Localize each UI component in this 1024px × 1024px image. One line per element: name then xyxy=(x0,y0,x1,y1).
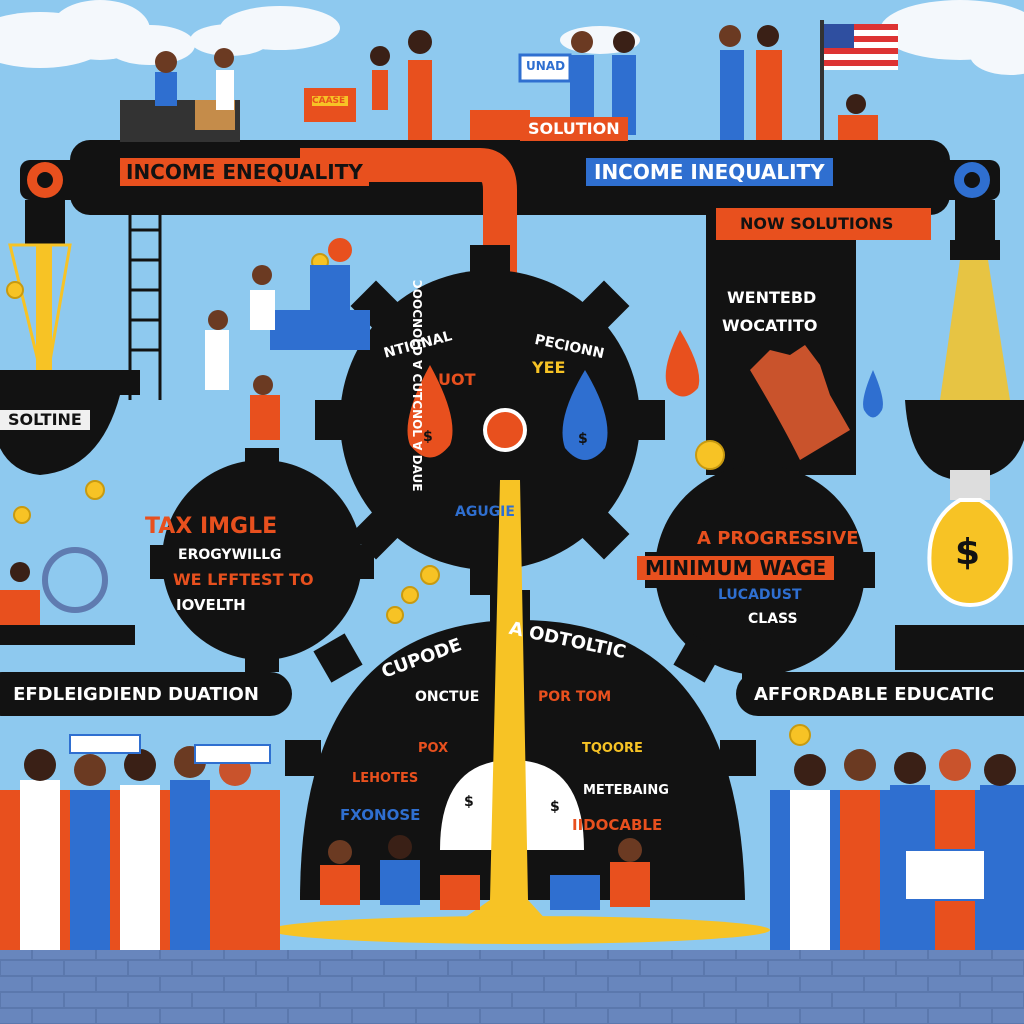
clouds xyxy=(0,0,1024,75)
iovelth-label: IOVELTH xyxy=(176,596,246,614)
drop-dollar-left-label: $ xyxy=(423,429,433,445)
gold-stream xyxy=(440,480,560,935)
blood-drop-icon xyxy=(407,365,453,458)
brick-floor xyxy=(0,950,1024,1024)
american-flag-icon xyxy=(820,20,898,140)
income-right-label: INCOME INEQUALITY xyxy=(586,158,833,186)
por-tom-label: POR TOM xyxy=(538,689,612,705)
we-lfftest-label: WE LFFTEST TO xyxy=(173,570,314,589)
blue-drop-icon xyxy=(562,370,608,460)
orange-pipe xyxy=(300,148,517,420)
fxonose-label: FXONOSE xyxy=(340,806,421,824)
lucadust-label: LUCADUST xyxy=(718,587,802,603)
blue-drop-small-icon xyxy=(863,370,883,418)
tax-imgle-label: TAX IMGLE xyxy=(145,514,278,539)
light-bulb-icon xyxy=(927,470,1013,608)
dollar-coin-icon xyxy=(6,253,811,746)
left-crowd xyxy=(0,734,280,950)
solution-label: SOLUTION xyxy=(520,117,628,141)
lehotes-label: LEHOTES xyxy=(352,771,419,786)
efdleig-label: EFDLEIGDIEND DUATION xyxy=(13,683,259,705)
middle-workers xyxy=(0,238,1024,670)
metebaing-label: METEBAING xyxy=(583,783,669,798)
gold-puddle xyxy=(270,916,770,944)
crate-label: CAASE xyxy=(312,96,346,106)
ladder xyxy=(128,200,162,400)
left-gear-icon xyxy=(150,448,374,672)
gear-dollar-left-label: $ xyxy=(464,794,474,810)
erogywillg-label: EROGYWILLG xyxy=(178,547,282,563)
gear-dollar-right-label: $ xyxy=(550,799,560,815)
bottom-workers xyxy=(320,835,650,910)
pox-label: POX xyxy=(418,741,449,756)
onctue-label: ONCTUE xyxy=(415,689,480,705)
soltine-label: SOLTINE xyxy=(0,410,90,430)
iidocable-label: IIDOCABLE xyxy=(572,816,663,834)
tqoore-label: TQOORE xyxy=(582,741,643,756)
drop-dollar-right-label: $ xyxy=(578,431,588,447)
income-left-label: INCOME ENEQUALITY xyxy=(120,158,369,186)
agugie-label: AGUGIE xyxy=(455,504,515,520)
minimum-wage-label: MINIMUM WAGE xyxy=(637,556,835,580)
red-drop-icon xyxy=(665,330,700,397)
right-scale-pan-icon xyxy=(905,240,1024,480)
affordable-label: AFFORDABLE EDUCATIC xyxy=(754,683,995,705)
vertical-pipe-label: ƆOOCNOLD Ɐ CUTCNOL Ɐ DAUE xyxy=(410,280,424,492)
affordable-pill: AFFORDABLE EDUCATIC xyxy=(736,672,1024,716)
unad-sign-label: UNAD xyxy=(526,59,566,73)
right-crowd xyxy=(770,749,1024,950)
raised-hand-icon xyxy=(750,345,850,460)
wocatito-label: WOCATITO xyxy=(722,316,818,335)
wentebd-label: WENTEBD xyxy=(727,288,817,307)
uot-label: UOT xyxy=(438,370,476,389)
yee-label: YEE xyxy=(532,358,566,377)
class-label: CLASS xyxy=(748,611,798,627)
valve xyxy=(483,408,527,452)
now-solutions-label: NOW SOLUTIONS xyxy=(740,214,894,233)
now-solutions-banner xyxy=(716,208,931,240)
efdleig-pill: EFDLEIGDIEND DUATION xyxy=(0,672,292,716)
progressive-label: A PROGRESSIVE xyxy=(697,528,859,549)
bulb-dollar-label: $ xyxy=(955,532,981,573)
